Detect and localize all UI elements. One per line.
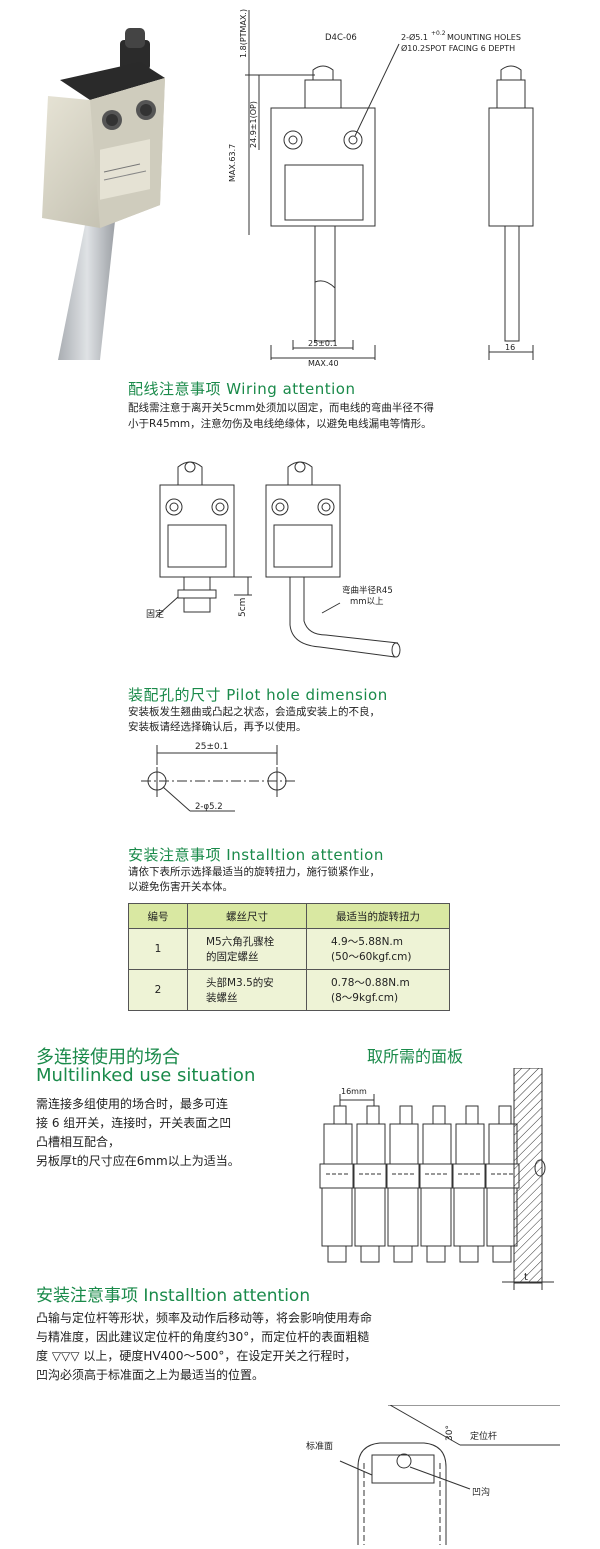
label-5cm: 5cm (238, 598, 248, 617)
dim-pt: 1.8(PTMAX.) (239, 9, 248, 58)
row-torque-2: (50～60kgf.cm) (331, 951, 412, 963)
install1-title: 安装注意事项 Installtion attention (128, 846, 384, 864)
hole-note-1b: MOUNTING HOLES (447, 33, 521, 42)
wiring-line-2: 小于R45mm，注意勿伤及电线绝缘体，以避免电线漏电等情形。 (128, 418, 432, 430)
header-no: 编号 (128, 903, 188, 929)
row-torque-1: 0.78～0.88N.m (331, 977, 410, 989)
multi-title-cn: 多连接使用的场合 (36, 1047, 180, 1068)
hole-tolerance: +0.2 (431, 30, 446, 37)
install1-line-1: 请依下表所示选择最适当的旋转扭力，施行锁紧作业， (128, 866, 380, 878)
model-label: D4C-06 (325, 33, 357, 43)
panel-t: t (524, 1272, 528, 1283)
header-screw: 螺丝尺寸 (187, 903, 307, 929)
product-photo (0, 0, 205, 360)
pilot-line-2: 安装板请经选择确认后，再予以使用。 (128, 721, 307, 733)
label-bend-2: mm以上 (350, 597, 384, 607)
hole-note-1: 2-Ø5.1 (401, 32, 428, 42)
pilot-title: 装配孔的尺寸 Pilot hole dimension (128, 686, 388, 704)
wiring-line-1: 配线需注意于离开关5cmm处须加以固定，而电线的弯曲半径不得 (128, 402, 434, 414)
install2-line-4: 凹沟必须高于标准面之上为最适当的位置。 (36, 1368, 265, 1382)
install2-line-2: 与精准度，因此建议定位杆的角度约30°，而定位杆的表面粗糙 (36, 1330, 370, 1344)
pilot-holes: 2-φ5.2 (195, 802, 223, 812)
row-no: 1 (128, 928, 188, 970)
dimension-drawing: D4C-06 2-Ø5.1 +0.2 MOUNTING HOLES Ø10.2S… (205, 0, 600, 370)
table-row: 1 M5六角孔骤栓的固定螺丝 4.9～5.88N.m (50～60kgf.cm) (128, 928, 450, 970)
row-torque-2: (8～9kgf.cm) (331, 992, 399, 1004)
multi-title-en: Multilinked use situation (36, 1065, 256, 1086)
multilinked-diagram: t 16mm (318, 1067, 580, 1300)
row-no: 2 (128, 969, 188, 1011)
table-header-row: 编号 螺丝尺寸 最适当的旋转扭力 (128, 903, 450, 929)
ref-label: 标准面 (306, 1440, 333, 1452)
dim-depth: 16 (505, 343, 515, 352)
label-bend-1: 弯曲半径R45 (342, 585, 393, 596)
row-screw-1: 头部M3.5的安 (206, 977, 274, 989)
multi-line-3: 凸槽相互配合， (36, 1135, 121, 1149)
multi-dim: 16mm (341, 1087, 367, 1096)
pilot-dim: 25±0.1 (195, 742, 228, 752)
panel-title: 取所需的面板 (367, 1047, 464, 1066)
row-screw-2: 的固定螺丝 (206, 951, 259, 963)
multi-line-1: 需连接多组使用的场合时，最多可连 (36, 1097, 229, 1111)
dim-max-w: MAX.40 (308, 359, 339, 368)
label-fix: 固定 (146, 608, 164, 620)
multi-line-2: 接 6 组开关，连接时，开关表面之凹 (36, 1116, 232, 1130)
install2-line-1: 凸输与定位杆等形状，频率及动作后移动等，将会影响使用寿命 (36, 1311, 373, 1325)
header-torque: 最适当的旋转扭力 (306, 903, 450, 929)
torque-table: 编号 螺丝尺寸 最适当的旋转扭力 1 M5六角孔骤栓的固定螺丝 4.9～5.88… (128, 903, 450, 1011)
install2-line-3: 度 ▽▽▽ 以上，硬度HV400～500°，在设定开关之行程时， (36, 1349, 357, 1363)
row-screw-1: M5六角孔骤栓 (206, 936, 275, 948)
wiring-title: 配线注意事项 Wiring attention (128, 380, 356, 398)
pilot-line-1: 安装板发生翘曲或凸起之状态，会造成安装上的不良， (128, 706, 380, 718)
pilot-hole-diagram: 25±0.1 2-φ5.2 (135, 735, 315, 825)
groove-label: 凹沟 (472, 1486, 490, 1498)
row-screw-2: 装螺丝 (206, 992, 238, 1004)
rod-label: 定位杆 (470, 1430, 497, 1442)
dim-pitch: 25±0.1 (308, 339, 338, 348)
actuator-diagram: 30° 定位杆 标准面 凹沟 (300, 1404, 570, 1545)
wiring-diagram: 固定 5cm 弯曲半径R45 mm以上 (140, 445, 440, 670)
dim-op: 24.9±1(OP) (249, 101, 258, 148)
hole-note-2: Ø10.2SPOT FACING 6 DEPTH (401, 43, 515, 53)
install2-title: 安装注意事项 Installtion attention (36, 1286, 311, 1306)
dim-max-h: MAX.63.7 (228, 144, 237, 182)
install1-line-2: 以避免伤害开关本体。 (128, 881, 233, 893)
angle-label: 30° (445, 1425, 455, 1441)
row-torque-1: 4.9～5.88N.m (331, 936, 403, 948)
multi-line-4: 另板厚t的尺寸应在6mm以上为适当。 (36, 1154, 240, 1168)
table-row: 2 头部M3.5的安装螺丝 0.78～0.88N.m (8～9kgf.cm) (128, 969, 450, 1011)
